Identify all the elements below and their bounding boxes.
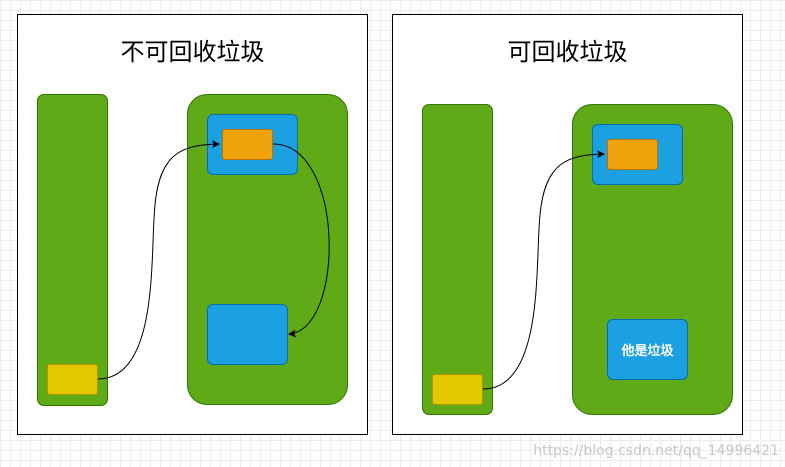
panel-title-non-collectible: 不可回收垃圾 [120,38,265,66]
arrow-field-to-object-left [272,143,330,338]
garbage-object: 他是垃圾 [607,319,688,380]
object-field-right [607,139,658,170]
stack-reference-right [432,374,483,405]
watermark: https://blog.csdn.net/qq_14996421 [533,443,779,459]
arrow-stack-to-object-left [97,140,220,380]
stack-bar-right [422,104,493,415]
object-field-left [222,129,273,160]
stack-bar-left [37,94,108,406]
stack-reference-left [47,364,98,395]
garbage-object-label: 他是垃圾 [621,344,674,359]
panel-title-collectible: 可回收垃圾 [507,38,628,66]
arrow-stack-to-object-right [482,150,605,390]
heap-object-bottom-left [207,304,288,365]
